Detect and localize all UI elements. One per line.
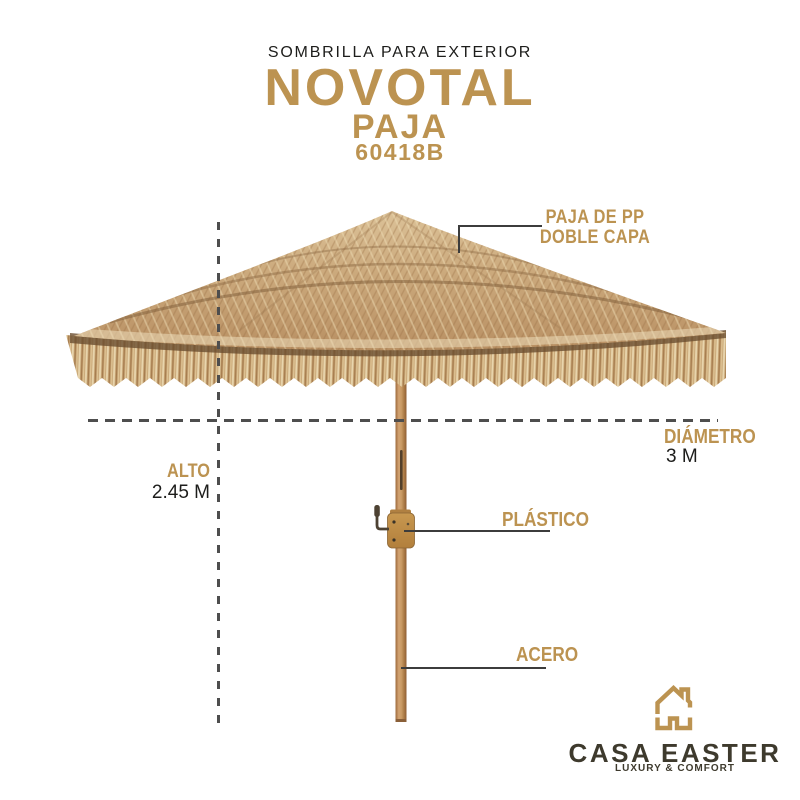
model-number: 60418B [355, 139, 445, 165]
umbrella-pole [395, 382, 407, 722]
height-value: 2.45 M [151, 482, 210, 503]
tilt-mechanism [374, 505, 415, 549]
height-label: ALTO [167, 461, 210, 482]
logo-wordmark: CASA EASTER [568, 738, 782, 768]
brand-name: NOVOTAL [264, 59, 536, 117]
plastic-label: PLÁSTICO [502, 509, 589, 531]
canopy-material-label: PAJA DE PP DOBLE CAPA [513, 208, 676, 248]
diameter-dimension-dashed-line [88, 419, 718, 422]
steel-callout-line [401, 667, 546, 669]
canopy-material-line2: DOBLE CAPA [539, 227, 651, 248]
canopy-rim-band [70, 330, 726, 357]
plastic-callout-line [404, 530, 550, 532]
steel-label: ACERO [516, 644, 579, 666]
diameter-value: 3 M [666, 446, 698, 467]
canopy [74, 211, 726, 351]
canopy-callout-line [458, 225, 542, 227]
height-annotation: ALTO 2.45 M [100, 462, 210, 502]
canopy-material-line1: PAJA DE PP [545, 207, 645, 228]
canopy-callout-line-vertical [458, 225, 460, 253]
diameter-label: DIÁMETRO [664, 426, 756, 448]
height-dimension-dashed-line [217, 222, 220, 730]
house-icon [655, 684, 693, 731]
category-title: SOMBRILLA PARA EXTERIOR [267, 44, 533, 61]
crank-handle [375, 516, 389, 531]
logo-tagline: LUXURY & COMFORT [615, 763, 735, 774]
product-line: PAJA [351, 108, 449, 146]
